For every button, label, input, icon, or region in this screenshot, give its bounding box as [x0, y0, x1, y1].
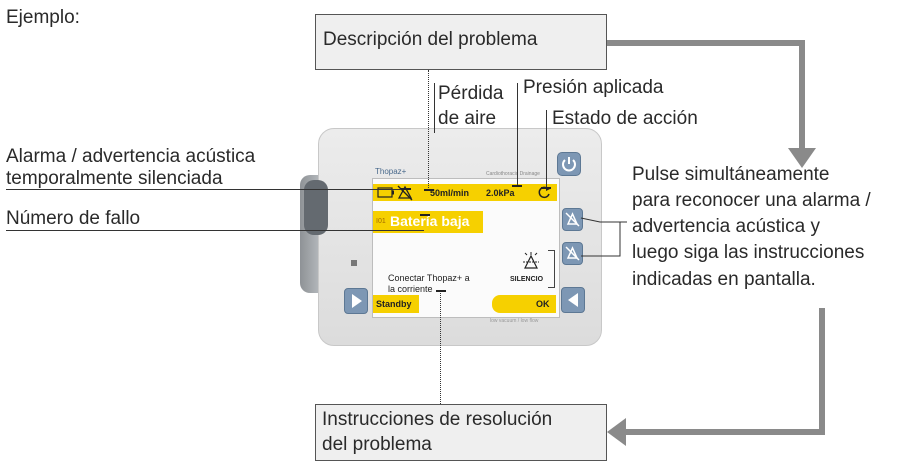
- press-instruction-line2: para reconocer una alarma /: [632, 190, 871, 211]
- right-soft-key[interactable]: [561, 287, 585, 313]
- press-instruction-line3: advertencia acústica y: [632, 216, 820, 237]
- action-status-label: Estado de acción: [552, 108, 698, 129]
- fault-title-bar: [373, 211, 483, 233]
- pressure-value: 2.0kPa: [486, 188, 515, 198]
- power-button[interactable]: [557, 152, 581, 176]
- action-status-tick: [541, 187, 551, 189]
- example-label: Ejemplo:: [6, 7, 80, 28]
- flow-value: 50ml/min: [430, 188, 470, 198]
- top-flow-arrow: [607, 40, 805, 150]
- mute-bell-icon: [565, 246, 580, 261]
- fault-number-label: Número de fallo: [6, 208, 141, 229]
- status-bar: [373, 184, 557, 201]
- silence-button-top[interactable]: [562, 208, 583, 231]
- left-soft-key[interactable]: [344, 288, 368, 314]
- mode-label: Cardiothoracic Drainage: [486, 171, 540, 177]
- air-loss-label-line1: Pérdida: [438, 83, 504, 104]
- resolution-instructions-line1: Instrucciones de resolución: [322, 409, 553, 430]
- fault-code: I01: [376, 218, 386, 225]
- play-right-icon: [352, 294, 362, 308]
- silence-label: SILENCIO: [510, 276, 544, 283]
- top-arrow-head: [788, 148, 816, 168]
- fault-title: Batería baja: [390, 213, 470, 229]
- instruction-line2: la corriente: [388, 284, 433, 294]
- instruction-line1: Conectar Thopaz+ a: [388, 273, 470, 283]
- pressure-tick: [512, 185, 522, 187]
- press-instruction-line5: indicadas en pantalla.: [632, 269, 816, 290]
- action-status-line: [546, 110, 547, 188]
- problem-description-callout: Descripción del problema: [315, 14, 607, 70]
- alarm-silenced-label-line1: Alarma / advertencia acústica: [6, 146, 256, 167]
- alarm-silenced-tick: [401, 188, 411, 190]
- brand-label: Thopaz+: [375, 167, 407, 176]
- play-left-icon: [568, 293, 578, 307]
- silence-alarm-icon: [523, 252, 539, 269]
- ok-softkey[interactable]: [492, 295, 556, 313]
- applied-pressure-label: Presión aplicada: [523, 77, 664, 98]
- pressure-line: [517, 83, 518, 186]
- footer-text: low vacuum / low flow: [490, 318, 539, 324]
- bottom-arrow-head: [607, 418, 626, 446]
- problem-description-text: Descripción del problema: [323, 29, 538, 50]
- air-loss-tick: [424, 189, 434, 191]
- mute-bell-icon: [565, 212, 580, 227]
- alarm-silenced-label-line2: temporalmente silenciada: [6, 168, 223, 189]
- air-loss-dotted-line: [428, 70, 429, 190]
- device-screen: [372, 178, 560, 318]
- press-instruction-line1: Pulse simultáneamente: [632, 164, 830, 185]
- bottom-flow-arrow: [622, 308, 825, 435]
- silence-button-bottom[interactable]: [562, 242, 583, 265]
- standby-label: Standby: [376, 299, 412, 309]
- resolution-instructions-callout: Instrucciones de resolución del problema: [315, 404, 607, 461]
- instructions-dotted-line: [440, 291, 441, 404]
- fault-number-tick: [420, 214, 430, 216]
- fault-number-leader: [6, 230, 424, 231]
- status-indicator: [351, 260, 357, 266]
- ok-label: OK: [536, 299, 550, 309]
- alarm-silenced-leader: [6, 189, 408, 190]
- battery-icon: [377, 187, 394, 198]
- standby-softkey[interactable]: [373, 295, 419, 313]
- alarm-silenced-icon: [397, 185, 413, 201]
- air-loss-label-line: [434, 83, 435, 133]
- air-loss-label-line2: de aire: [438, 108, 497, 129]
- silence-bracket: [548, 250, 555, 288]
- power-icon: [562, 157, 576, 172]
- instructions-tick: [436, 290, 446, 292]
- resolution-instructions-line2: del problema: [322, 434, 432, 455]
- press-instruction-line4: luego siga las instrucciones: [632, 242, 865, 263]
